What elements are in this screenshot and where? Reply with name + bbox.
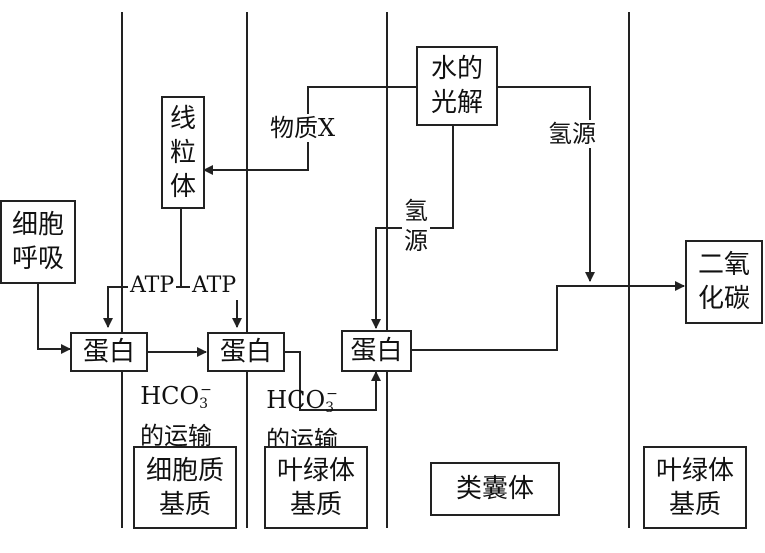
hco3-transport-label-2: HCO3− 的运输 xyxy=(266,380,338,454)
hco3-base-1: HCO xyxy=(140,382,200,410)
protein-box-3: 蛋白 xyxy=(341,330,412,372)
region-thylakoid: 类囊体 xyxy=(430,462,560,516)
arrow-hydrogen-source-right xyxy=(498,86,595,282)
mitochondria-char-1: 线 xyxy=(169,103,196,134)
region-cytoplasm-line-2: 基质 xyxy=(158,489,211,520)
region-cytoplasm-line-1: 细胞质 xyxy=(145,455,224,486)
water-photolysis-line-1: 水的 xyxy=(430,54,483,84)
water-photolysis-box: 水的 光解 xyxy=(416,46,498,126)
hco3-superscript-1: − xyxy=(200,382,212,398)
protein-box-2: 蛋白 xyxy=(207,332,285,372)
hydrogen-source-left-label: 氢 源 xyxy=(402,196,430,256)
region-stroma-1-line-2: 基质 xyxy=(289,489,342,520)
hco3-formula-1: HCO3− xyxy=(140,376,212,418)
cell-respiration-line-1: 细胞 xyxy=(11,210,64,240)
region-stroma-2-line-1: 叶绿体 xyxy=(655,455,734,486)
region-stroma-2-line-2: 基质 xyxy=(668,489,721,520)
protein-label-1: 蛋白 xyxy=(82,337,135,367)
arrow-respiration-to-protein xyxy=(37,284,71,354)
carbon-dioxide-box: 二氧 化碳 xyxy=(685,240,763,324)
hco3-base-2: HCO xyxy=(266,386,326,414)
atp-label-2: ATP xyxy=(190,272,239,300)
region-cytoplasm-matrix: 细胞质 基质 xyxy=(133,446,237,529)
arrow-atp-left xyxy=(103,209,182,328)
region-chloroplast-stroma-2: 叶绿体 基质 xyxy=(643,446,747,529)
protein-label-3: 蛋白 xyxy=(350,336,403,366)
carbon-dioxide-line-2: 化碳 xyxy=(697,284,750,314)
region-chloroplast-stroma-1: 叶绿体 基质 xyxy=(264,446,368,529)
hco3-subscript-2: 3 xyxy=(325,400,335,416)
region-stroma-1-line-1: 叶绿体 xyxy=(276,455,355,486)
arrow-protein3-to-co2 xyxy=(412,281,685,351)
hco3-superscript-2: − xyxy=(326,386,338,402)
mitochondria-char-2: 粒 xyxy=(169,137,196,168)
carbon-dioxide-line-1: 二氧 xyxy=(697,250,750,280)
substance-x-label: 物质X xyxy=(268,114,338,142)
hydrogen-source-right-label: 氢源 xyxy=(546,120,598,148)
water-photolysis-line-2: 光解 xyxy=(430,88,483,118)
hydrogen-source-left-char-2: 源 xyxy=(404,227,428,255)
cell-respiration-box: 细胞 呼吸 xyxy=(0,200,76,284)
protein-box-1: 蛋白 xyxy=(70,332,148,372)
cell-respiration-line-2: 呼吸 xyxy=(11,244,64,274)
arrow-protein2-to-protein3 xyxy=(285,351,381,411)
hco3-suffix-1: 的运输 xyxy=(140,422,212,450)
hco3-formula-2: HCO3− xyxy=(266,380,338,422)
hydrogen-source-left-char-1: 氢 xyxy=(404,197,428,225)
region-thylakoid-label: 类囊体 xyxy=(455,474,534,504)
protein-label-2: 蛋白 xyxy=(219,337,272,367)
hco3-subscript-1: 3 xyxy=(199,396,209,412)
mitochondria-box: 线 粒 体 xyxy=(161,96,205,209)
hco3-transport-label-1: HCO3− 的运输 xyxy=(140,376,212,450)
mitochondria-char-3: 体 xyxy=(169,171,196,202)
atp-label-1: ATP xyxy=(128,272,177,300)
